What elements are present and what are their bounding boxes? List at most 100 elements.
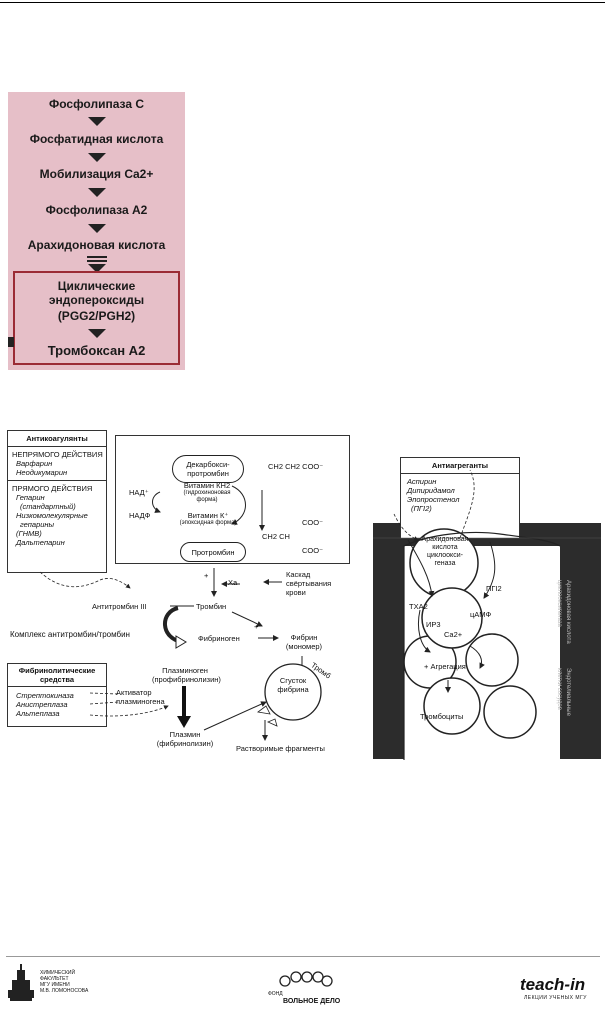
indirect-header: НЕПРЯМОГО ДЕЙСТВИЯ	[12, 450, 103, 459]
activator-l1: Активатор	[116, 688, 152, 697]
drug-dipyridamole: Дипиридамол	[407, 486, 455, 495]
step-phospholipase-c: Фосфолипаза С	[48, 97, 144, 111]
drug-pgi2: (ПГI2)	[411, 504, 432, 513]
drug-warfarin: Варфарин	[16, 459, 53, 468]
clot-l2: фибрина	[277, 685, 309, 694]
activator-l2: плазминогена	[116, 697, 165, 706]
drug-anistreplase: Анистреплаза	[16, 700, 68, 709]
down-arrow-icon	[88, 224, 106, 233]
drug-alteplase: Альтеплаза	[16, 709, 60, 718]
plasminogen-l1: Плазминоген	[162, 666, 208, 675]
antiplatelets-title: Антиагреганты	[401, 458, 519, 474]
plasmin-l1: Плазмин	[169, 730, 201, 739]
fibrin-label: Фибрин (мономер)	[280, 633, 328, 651]
plasmin-l2: (фибринолизин)	[156, 739, 214, 748]
fund-name: ВОЛЬНОЕ ДЕЛО	[283, 998, 341, 1005]
antiplatelets-box: Антиагреганты Аспирин Дипиридамол Эпопро…	[400, 457, 520, 539]
vitk: Витамин К⁺	[187, 511, 229, 520]
double-line-icon	[87, 260, 107, 262]
ara-l4: геназа	[434, 560, 456, 567]
teach-in-tagline: ЛЕКЦИИ УЧЕНЫХ МГУ	[524, 995, 587, 1001]
thromboxane-a2: Тромбоксан А2	[47, 343, 146, 358]
pgi2-label: ПГI2	[486, 584, 502, 593]
plus-sign: +	[254, 622, 259, 631]
ara-l2: кислота	[432, 544, 458, 551]
faculty-l3: МГУ ИМЕНИ	[40, 982, 70, 988]
nad-label: НАД⁺	[129, 488, 149, 497]
vitkh2-sub2: форма)	[196, 497, 218, 503]
drug-heparin-standard: (стандартный)	[20, 502, 76, 511]
drug-epoprostenol: Эпопростенол	[407, 495, 460, 504]
prothrombin-node: Протромбин	[180, 542, 246, 562]
drug-lmwh: Низкомолекулярные	[16, 511, 88, 520]
faculty-caption: ХИМИЧЕСКИЙ ФАКУЛЬТЕТ МГУ ИМЕНИ М.В. ЛОМО…	[40, 970, 88, 994]
down-arrow-icon	[88, 188, 106, 197]
vitamin-k-label: Витамин К⁺ (эпоксидная форма)	[172, 511, 244, 527]
endoperoxides-line1: Циклические	[57, 279, 136, 293]
ip3-label: ИР3	[426, 620, 441, 629]
faculty-l1: ХИМИЧЕСКИЙ	[40, 970, 76, 976]
nad-cycle-arrow	[152, 491, 161, 513]
decarboxy-l2: протромбин	[187, 469, 229, 478]
fund-label: ФОНД	[268, 991, 283, 997]
drug-lmwh-abbr: (ГНМВ)	[16, 529, 42, 538]
ara-l1: Арахидоновая	[421, 536, 469, 543]
plasminogen-l2: (профибринолизин)	[152, 675, 221, 684]
side-l3: Эндотелиальные	[565, 668, 571, 716]
cascade-l1: Каскад	[286, 570, 311, 579]
clot-circle	[264, 663, 322, 721]
activator-label: Активатор плазминогена	[116, 688, 165, 706]
antithrombin-label: Антитромбин III	[92, 602, 147, 611]
vitkh2-sub1: (гидрохиноновая	[183, 490, 231, 496]
formula-coo1: COO⁻	[302, 518, 324, 527]
step-arachidonic-acid: Арахидоновая кислота	[27, 238, 166, 252]
fibrinolytics-box: Фибринолитические средства Стрептокиназа…	[7, 663, 107, 727]
cascade-l2: свёртывания	[286, 579, 332, 588]
formula-mid: CH2 CH	[262, 532, 290, 541]
formula-coo2: COO⁻	[302, 546, 324, 555]
teach-in-logo: teach-in	[520, 975, 586, 994]
down-arrow-icon	[88, 264, 106, 273]
fibrin-l2: (мономер)	[285, 642, 323, 651]
plus-sign: +	[204, 571, 209, 580]
vitkh2: Витамин КН2	[183, 481, 231, 490]
volnoe-delo-logo-icon	[279, 971, 333, 987]
formula-top: CH2 CH2 COO⁻	[268, 462, 324, 471]
side-l4: клетки сосудов	[556, 668, 562, 710]
step-calcium-mobilization: Мобилизация Ca2+	[39, 167, 154, 181]
faculty-l2: ФАКУЛЬТЕТ	[40, 976, 69, 982]
endoperoxides-line3: (PGG2/PGH2)	[57, 309, 136, 323]
endoperoxides-box: Циклические эндопероксиды (PGG2/PGH2) Тр…	[13, 271, 180, 365]
fibrinogen-label: Фибриноген	[198, 634, 240, 643]
thromboxane-cascade-figure: Фосфолипаза С Фосфатидная кислота Мобили…	[8, 92, 185, 370]
plasmin-label: Плазмин (фибринолизин)	[150, 730, 220, 748]
aggregation-label: + Агрегация	[424, 662, 466, 671]
nadf-label: НАДФ	[129, 511, 151, 520]
coagulation-diagram: Антикоагулянты НЕПРЯМОГО ДЕЙСТВИЯ Варфар…	[0, 430, 605, 760]
xa-label: Ха	[228, 578, 238, 587]
double-line-icon	[87, 256, 107, 258]
down-arrow-icon	[88, 153, 106, 162]
down-arrow-icon	[88, 117, 106, 126]
thrombin-label: Тромбин	[196, 602, 227, 611]
figure-edge-mark	[8, 337, 14, 347]
decarboxy-l1: Декарбокси-	[186, 460, 230, 469]
endoperoxides-line2: эндопероксиды	[48, 293, 145, 307]
side-label-endothelium: Эндотелиальные клетки сосудов	[554, 668, 572, 758]
cascade-label: Каскад свёртывания крови	[286, 570, 331, 597]
camp-label: цАМФ	[470, 610, 492, 619]
platelet-circle	[421, 587, 483, 649]
ca-label: Ca2+	[444, 630, 463, 639]
vitk-sub: (эпоксидная форма)	[179, 520, 237, 526]
fragments-label: Растворимые фрагменты	[236, 744, 325, 753]
clot-label: Сгусток фибрина	[268, 676, 318, 694]
anticoagulants-title: Антикоагулянты	[8, 431, 106, 447]
anticoagulants-box: Антикоагулянты НЕПРЯМОГО ДЕЙСТВИЯ Варфар…	[7, 430, 107, 573]
clot-l1: Сгусток	[279, 676, 307, 685]
down-arrow-icon	[88, 329, 106, 338]
decarboxyprothrombin-node: Декарбокси- протромбин	[172, 455, 244, 483]
msu-logo-icon	[8, 964, 34, 1001]
drug-heparin: Гепарин	[16, 493, 45, 502]
diagram-connectors	[39, 463, 601, 760]
top-rule	[0, 2, 605, 3]
